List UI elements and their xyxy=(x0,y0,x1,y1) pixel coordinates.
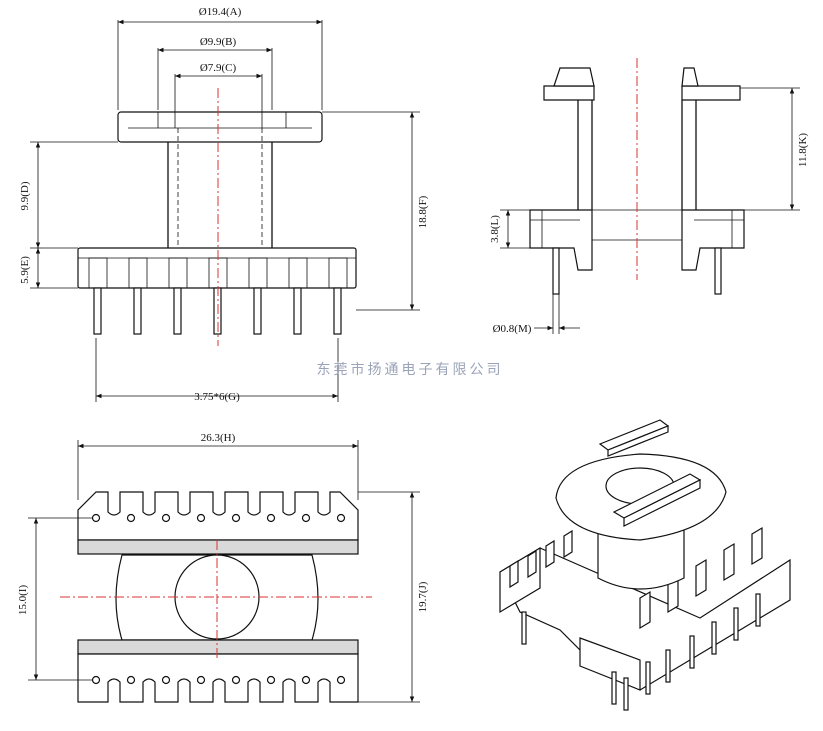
pin-hole xyxy=(301,513,311,523)
pin-hole xyxy=(301,675,311,685)
dim-c-label: Ø7.9(C) xyxy=(200,62,237,74)
iso-pin xyxy=(645,661,651,695)
iso-pin xyxy=(711,621,717,655)
front-pin xyxy=(93,287,102,335)
top-view xyxy=(60,491,372,703)
top-view-dimensions: 26.3(H) 15.0(I) 19.7(J) xyxy=(17,432,429,703)
dim-e-label: 5.9(E) xyxy=(19,256,31,284)
pin-hole xyxy=(266,675,276,685)
pin-hole xyxy=(336,675,346,685)
pin-hole xyxy=(196,675,206,685)
front-view-dimensions: Ø19.4(A) Ø9.9(B) Ø7.9(C) 9.9(D) 5.9(E) 1… xyxy=(19,6,429,403)
iso-fin xyxy=(639,590,651,630)
front-pin xyxy=(333,287,342,335)
dim-a-label: Ø19.4(A) xyxy=(199,6,242,18)
iso-fin xyxy=(723,542,735,582)
iso-fin xyxy=(751,526,763,566)
iso-pin xyxy=(689,635,695,669)
dim-j-label: 19.7(J) xyxy=(417,581,429,612)
pin-hole xyxy=(336,513,346,523)
front-pin xyxy=(173,287,182,335)
iso-pin xyxy=(521,611,527,645)
iso-pin xyxy=(665,649,671,683)
side-view xyxy=(529,58,745,295)
iso-pin xyxy=(755,593,761,627)
iso-pin xyxy=(733,607,739,641)
front-pin xyxy=(293,287,302,335)
side-view-dimensions: 11.8(K) 3.8(L) Ø0.8(M) xyxy=(489,87,809,335)
dim-d-label: 9.9(D) xyxy=(19,181,31,210)
company-watermark: 东莞市扬通电子有限公司 xyxy=(317,361,504,378)
iso-fin xyxy=(695,558,707,598)
iso-fin xyxy=(545,539,555,569)
dim-m-label: Ø0.8(M) xyxy=(493,323,532,335)
front-view xyxy=(77,88,357,346)
pin-hole xyxy=(231,675,241,685)
pin-hole xyxy=(196,513,206,523)
pin-hole xyxy=(161,675,171,685)
pin-hole xyxy=(91,513,101,523)
iso-fin xyxy=(509,559,519,589)
front-pin xyxy=(253,287,262,335)
isometric-view xyxy=(499,419,791,711)
dim-k-label: 11.8(K) xyxy=(797,133,809,167)
front-pin xyxy=(133,287,142,335)
dim-l-label: 3.8(L) xyxy=(489,215,501,243)
iso-pin xyxy=(623,677,629,711)
dim-g-label: 3.75*6(G) xyxy=(194,391,240,403)
pin-hole xyxy=(231,513,241,523)
dim-i-label: 15.0(I) xyxy=(17,585,29,616)
pin-hole xyxy=(91,675,101,685)
pin-hole xyxy=(126,513,136,523)
pin-hole xyxy=(266,513,276,523)
iso-fin xyxy=(563,529,573,559)
pin-hole xyxy=(126,675,136,685)
dim-f-label: 18.8(F) xyxy=(417,195,429,228)
iso-fin xyxy=(527,549,537,579)
pin-hole xyxy=(161,513,171,523)
dim-b-label: Ø9.9(B) xyxy=(200,36,237,48)
iso-pin xyxy=(611,671,617,705)
dim-h-label: 26.3(H) xyxy=(201,432,236,444)
